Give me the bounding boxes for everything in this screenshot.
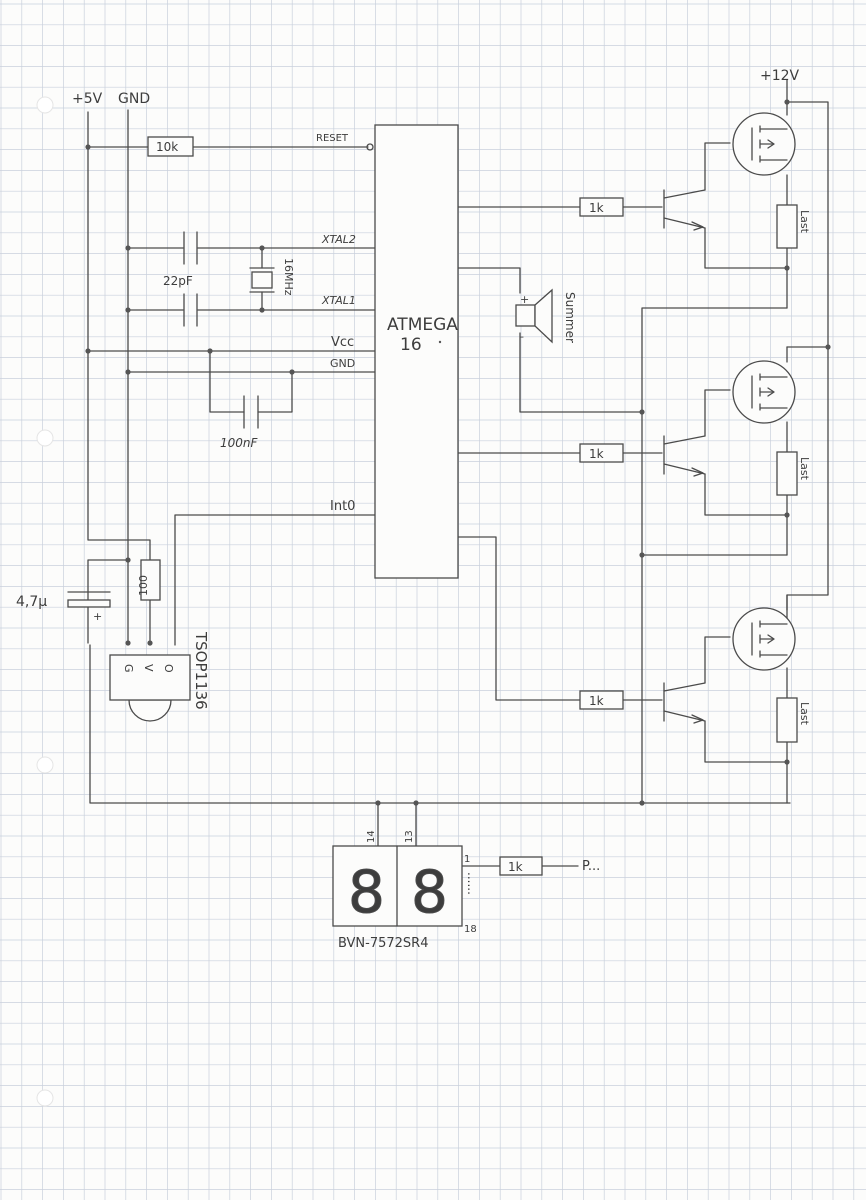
tsop-label: TSOP1136 (192, 631, 210, 710)
crystal-capacitors: 22pF (163, 231, 198, 327)
display-digit-1: 8 (348, 858, 385, 926)
segment-port-label: P... (582, 859, 600, 874)
wire-out3 (457, 536, 663, 701)
segment-resistor: 1k P... (499, 856, 600, 876)
junctions (85, 99, 831, 806)
load-2-label: Last (798, 457, 811, 481)
decoupling-capacitor: 100nF (220, 395, 259, 450)
reset-resistor-value: 10k (156, 140, 178, 154)
wire-tsop-ground (89, 644, 791, 804)
display-pin-1: 1 (464, 854, 470, 865)
wire-display (377, 802, 579, 867)
seven-segment-display: 8 8 14 13 1 ...... 18 BVN-7572SR4 (332, 830, 479, 951)
base-resistor-1-value: 1k (589, 201, 604, 215)
display-part-label: BVN-7572SR4 (338, 936, 428, 951)
buzzer-minus: - (520, 330, 524, 343)
rail-5v-label: +5V (72, 91, 103, 107)
tsop-pin-v: V (142, 664, 155, 672)
output-stage-1: 1k Last (579, 112, 811, 249)
wire-stage3 (704, 594, 788, 804)
tsop-resistor-value: 100 (137, 575, 150, 596)
crystal-caps-value: 22pF (163, 274, 193, 288)
mcu-name: ATMEGA (387, 315, 458, 335)
output-stage-3: 1k Last (579, 607, 811, 743)
tsop-resistor: 100 (137, 559, 161, 601)
crystal-value: 16MHz (282, 258, 295, 296)
display-pin-13: 13 (404, 830, 415, 843)
pin-xtal1-label: XTAL1 (321, 294, 356, 307)
buzzer-label: Summer (563, 292, 577, 343)
display-pin-18: 18 (464, 924, 477, 935)
display-digit-2: 8 (411, 858, 448, 926)
pin-gnd-label: GND (330, 357, 355, 370)
output-stage-2: 1k Last (579, 360, 811, 496)
wire-buzzer (457, 267, 643, 413)
wire-5v-rail (87, 111, 151, 561)
crystal: 16MHz (249, 258, 295, 296)
electrolytic-capacitor: 4,7µ + (16, 591, 111, 623)
elko-plus-sign: + (93, 610, 102, 623)
rail-gnd-label: GND (118, 91, 150, 107)
display-pin-14: 14 (366, 830, 377, 843)
binder-holes (36, 96, 54, 1107)
base-resistor-2-value: 1k (589, 447, 604, 461)
pin-reset-label: RESET (316, 133, 349, 144)
ir-receiver: G V O TSOP1136 (109, 631, 210, 722)
display-pin-dots: ...... (465, 872, 479, 895)
buzzer: + - Summer (515, 288, 577, 344)
decoupling-cap-value: 100nF (220, 436, 259, 450)
pin-int0-label: Int0 (330, 499, 355, 514)
mcu-chip (374, 124, 459, 579)
wire-elko (87, 559, 129, 644)
base-resistor-3-value: 1k (589, 694, 604, 708)
wire-12v-rail (786, 79, 829, 621)
wire-stage2 (704, 346, 788, 556)
segment-resistor-value: 1k (508, 860, 523, 874)
elko-value: 4,7µ (16, 594, 47, 610)
buzzer-plus: + (520, 293, 529, 306)
load-3-label: Last (798, 702, 811, 726)
pin-xtal2-label: XTAL2 (321, 233, 356, 246)
reset-resistor: 10k (147, 136, 194, 157)
rail-12v-label: +12V (760, 68, 800, 84)
tsop-pin-g: G (122, 664, 135, 673)
load-1-label: Last (798, 210, 811, 234)
wire-stage1 (704, 101, 788, 309)
mcu-model: 16 (400, 335, 422, 355)
pin-vcc-label: Vcc (331, 335, 354, 350)
reset-inverted-pin (366, 143, 374, 151)
tsop-pin-o: O (162, 664, 175, 673)
wire-decoupling (209, 350, 293, 413)
wire-int0 (174, 514, 376, 646)
